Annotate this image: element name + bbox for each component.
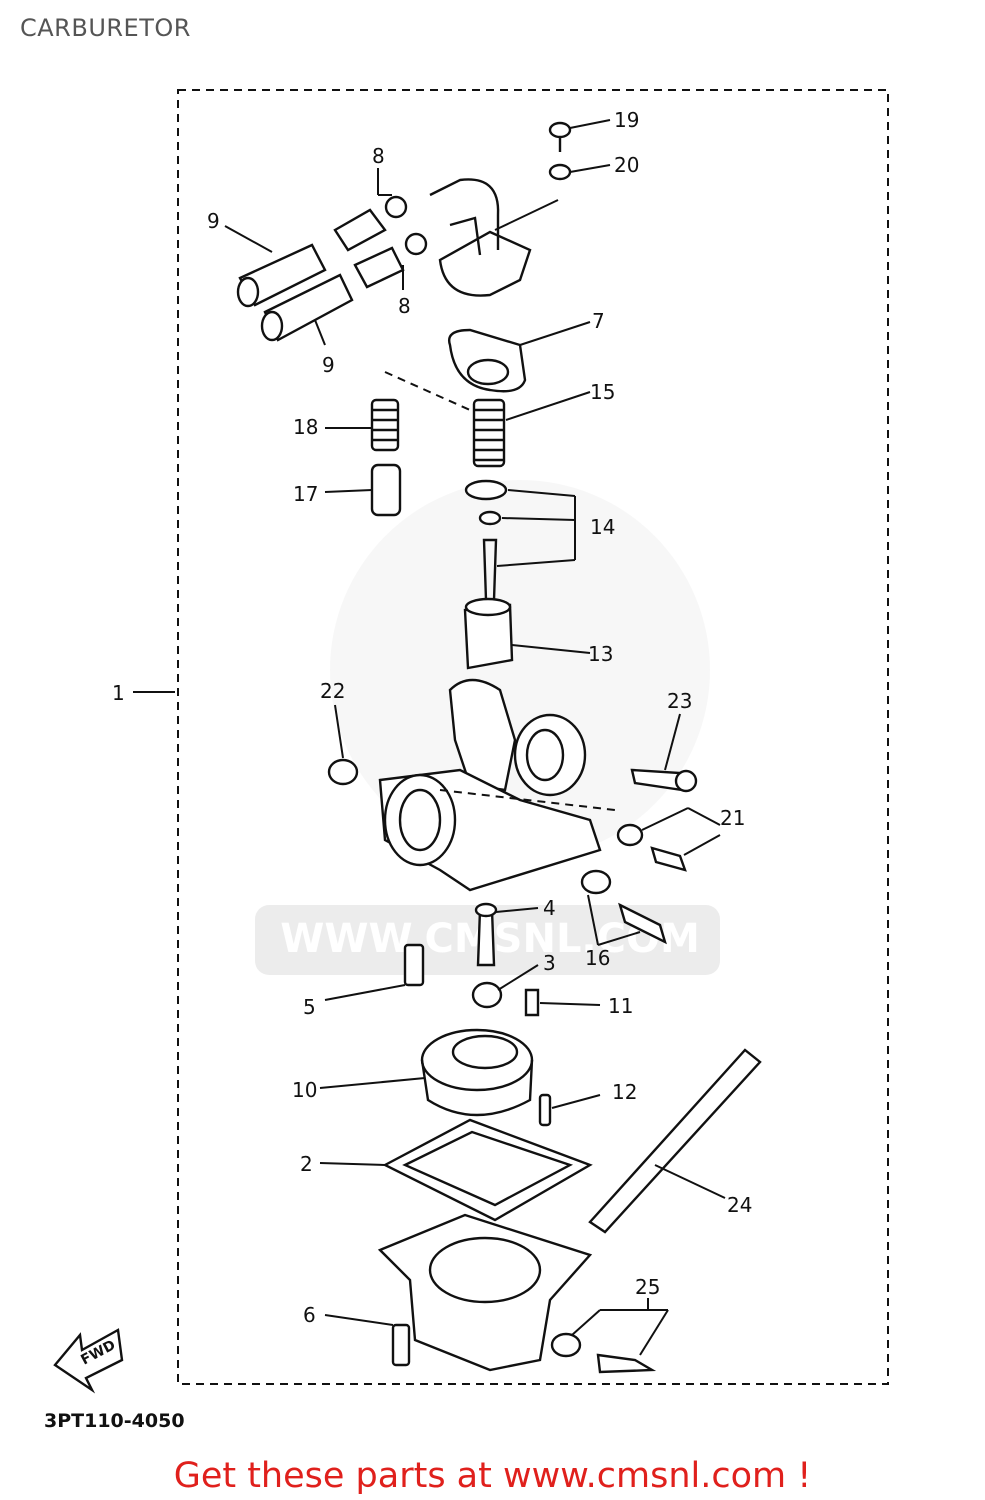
pin-12 xyxy=(538,1093,552,1127)
clip-8b xyxy=(353,232,428,289)
callout-24: 24 xyxy=(727,1193,752,1217)
float-chamber xyxy=(377,1213,593,1372)
callout-labels: 1 2 3 4 5 6 7 8 8 9 9 10 11 12 13 14 15 … xyxy=(112,108,752,1327)
carburetor-body xyxy=(378,678,602,892)
callout-9b: 9 xyxy=(322,353,335,377)
screw-23 xyxy=(630,768,698,793)
callout-4: 4 xyxy=(543,896,556,920)
callout-6: 6 xyxy=(303,1303,316,1327)
throttle-valve-13 xyxy=(463,597,514,670)
jet-5 xyxy=(403,943,425,987)
screw-19 xyxy=(548,121,572,152)
callout-20: 20 xyxy=(614,153,639,177)
callout-18: 18 xyxy=(293,415,318,439)
top-cap-with-fittings xyxy=(429,178,532,297)
callout-23: 23 xyxy=(667,689,692,713)
screw-17 xyxy=(370,463,402,517)
leader-lines xyxy=(133,119,726,1356)
callout-19: 19 xyxy=(614,108,639,132)
cta-link-text[interactable]: Get these parts at www.cmsnl.com ! xyxy=(173,1456,812,1496)
callout-9a: 9 xyxy=(207,209,220,233)
callout-8a: 8 xyxy=(372,144,385,168)
callout-11: 11 xyxy=(608,994,633,1018)
callout-22: 22 xyxy=(320,679,345,703)
callout-10: 10 xyxy=(292,1078,317,1102)
nut-3 xyxy=(471,981,503,1009)
callout-1: 1 xyxy=(112,681,125,705)
callout-13: 13 xyxy=(588,642,613,666)
spring-18 xyxy=(370,398,400,452)
callout-12: 12 xyxy=(612,1080,637,1104)
fuel-tube-9b xyxy=(260,273,354,342)
gasket-2 xyxy=(382,1118,593,1222)
fuel-tube-9a xyxy=(236,243,327,308)
pilot-screw-16 xyxy=(580,869,667,945)
assembly-frame xyxy=(177,89,889,1385)
callout-7: 7 xyxy=(592,309,605,333)
drain-screw-6 xyxy=(391,1323,411,1367)
callout-16: 16 xyxy=(585,946,610,970)
diagram-code: 3PT110-4050 xyxy=(44,1410,185,1432)
forward-arrow-icon: FWD xyxy=(53,1328,124,1394)
spring-15 xyxy=(472,398,506,468)
screw-set-25 xyxy=(550,1332,657,1374)
nut-22 xyxy=(327,758,359,786)
overflow-pipe-24 xyxy=(588,1048,762,1234)
clip-8a xyxy=(333,195,408,252)
callout-14: 14 xyxy=(590,515,615,539)
callout-2: 2 xyxy=(300,1152,313,1176)
callout-21: 21 xyxy=(720,806,745,830)
callout-25: 25 xyxy=(635,1275,660,1299)
gasket-7 xyxy=(448,328,527,393)
callout-3: 3 xyxy=(543,951,556,975)
callout-8b: 8 xyxy=(398,294,411,318)
needle-valve-11 xyxy=(524,988,540,1017)
washer-20 xyxy=(548,163,572,181)
float-10 xyxy=(420,1028,534,1117)
diagram-title: CARBURETOR xyxy=(20,14,191,42)
callout-17: 17 xyxy=(293,482,318,506)
main-jet-4 xyxy=(474,902,498,967)
callout-5: 5 xyxy=(303,995,316,1019)
callout-15: 15 xyxy=(590,380,615,404)
air-screw-21 xyxy=(616,823,687,872)
